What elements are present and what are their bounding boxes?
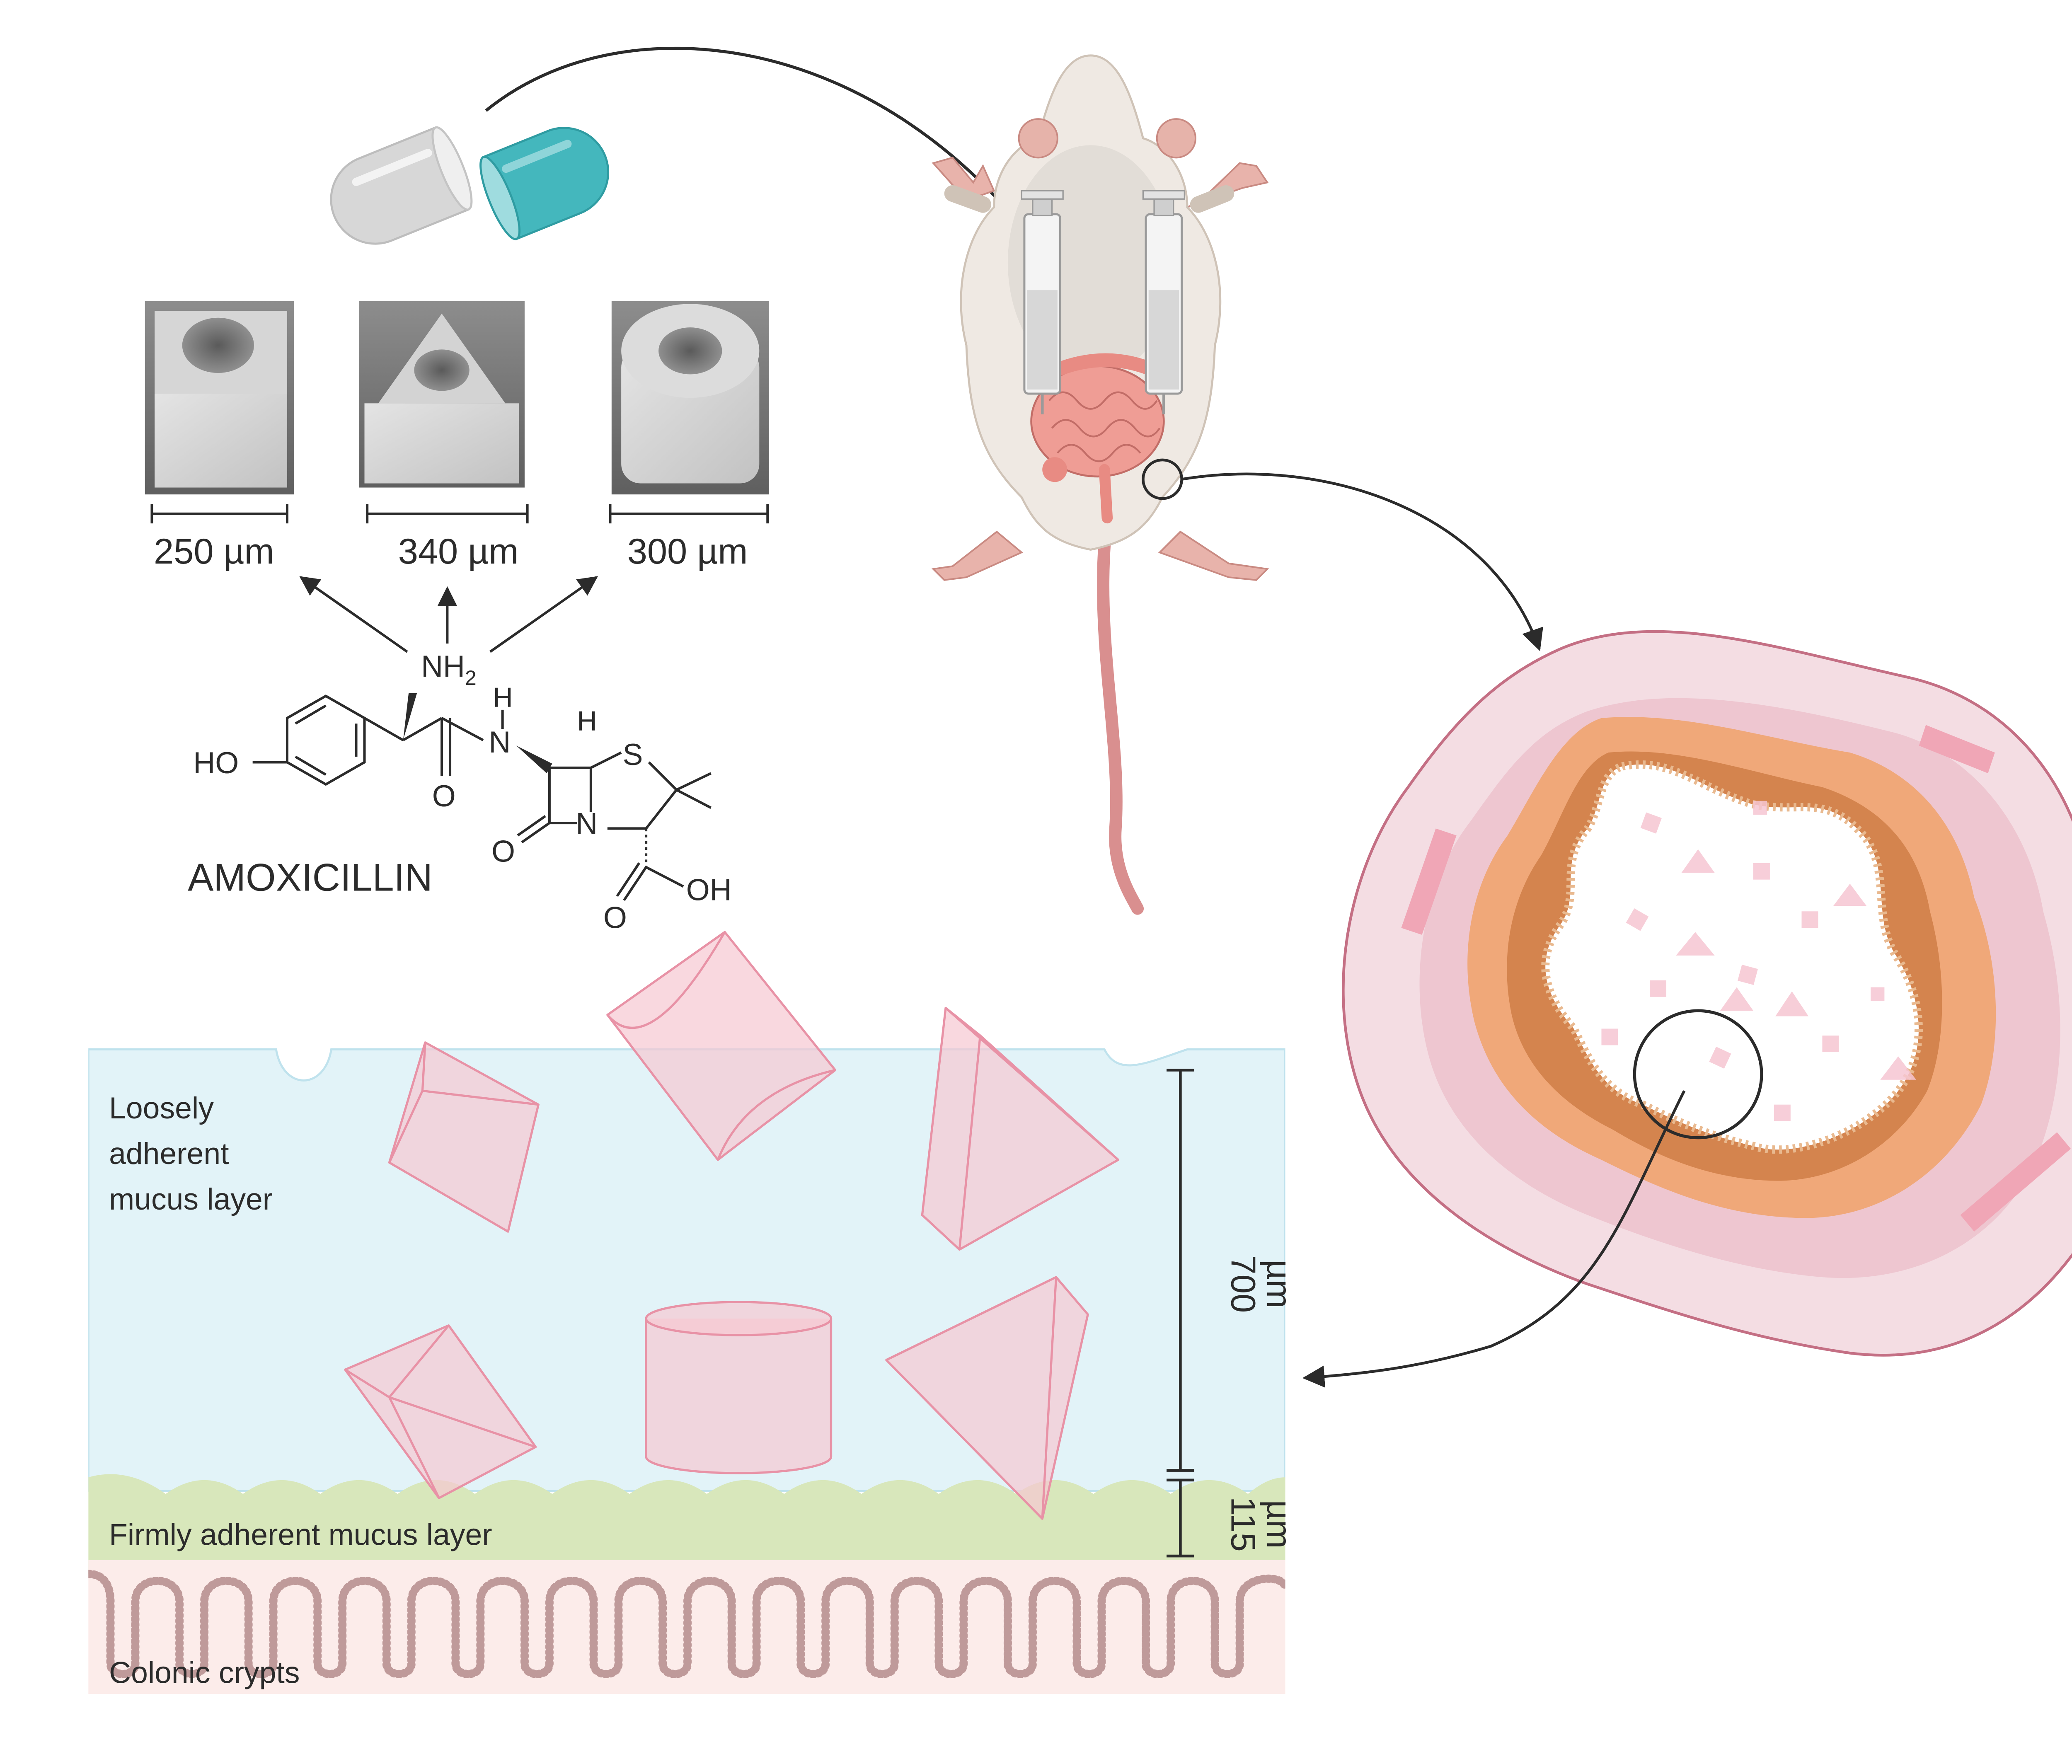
capsule-right-half bbox=[479, 127, 610, 240]
colon-lumen-devices bbox=[1601, 801, 1916, 1121]
colon-cross-section bbox=[1342, 630, 2072, 1357]
sem-image-triangle bbox=[359, 301, 525, 488]
scale-label-cube: 250 µm bbox=[154, 532, 274, 571]
thickness-bars bbox=[1167, 1069, 1194, 1558]
atom-h-ring: H bbox=[577, 706, 597, 737]
atom-o-amide: O bbox=[432, 779, 456, 813]
atom-s: S bbox=[622, 738, 643, 772]
device-triangle-1 bbox=[921, 1007, 1120, 1251]
loose-thickness-unit: µm bbox=[1260, 1260, 1298, 1308]
drug-name: AMOXICILLIN bbox=[188, 856, 433, 899]
atom-n-amide: N bbox=[489, 725, 511, 759]
loose-layer-label-line3: mucus layer bbox=[109, 1182, 273, 1216]
amoxicillin-atoms: NH2 HO N H H S N O O O OH bbox=[193, 649, 731, 934]
atom-oh: OH bbox=[686, 873, 732, 907]
syringe-right bbox=[1142, 190, 1186, 414]
atom-ho: HO bbox=[193, 746, 239, 780]
colon-vessels bbox=[1401, 725, 2071, 1232]
device-cube-2 bbox=[344, 1324, 537, 1499]
device-cylinder-tilted bbox=[606, 931, 837, 1161]
syringe-left bbox=[1021, 190, 1064, 414]
colonic-crypts-outline bbox=[88, 1570, 1285, 1678]
crypts-label: Colonic crypts bbox=[109, 1656, 300, 1690]
scale-label-cylinder: 300 µm bbox=[627, 532, 748, 571]
sem-image-cylinder bbox=[611, 301, 769, 495]
loading-arrows bbox=[299, 576, 598, 653]
firm-mucus-layer bbox=[88, 1474, 1285, 1574]
capsule-left-half bbox=[330, 126, 473, 245]
loose-thickness-value: 700 bbox=[1224, 1255, 1263, 1313]
mouse-intestines bbox=[1030, 353, 1165, 524]
atom-nh2: NH2 bbox=[421, 649, 477, 690]
loose-layer-label-line2: adherent bbox=[109, 1137, 229, 1171]
device-cube-1 bbox=[388, 1041, 540, 1233]
atom-h-amide: H bbox=[493, 682, 513, 713]
device-triangle-2 bbox=[885, 1276, 1089, 1520]
firm-thickness-value: 115 bbox=[1224, 1497, 1263, 1552]
atom-o-acid: O bbox=[603, 900, 627, 934]
mucus-zoom-circle bbox=[1633, 1009, 1763, 1140]
firm-thickness-unit: µm bbox=[1260, 1500, 1298, 1549]
arrow-mouse-to-colon bbox=[1181, 472, 1543, 651]
scale-label-triangle: 340 µm bbox=[398, 532, 519, 571]
scale-bars bbox=[150, 504, 769, 524]
loose-thickness-label: 700 µm bbox=[1224, 1255, 1299, 1313]
capsule-illustration bbox=[330, 126, 610, 245]
amoxicillin-structure bbox=[252, 693, 712, 901]
firm-layer-label: Firmly adherent mucus layer bbox=[109, 1517, 492, 1551]
mucus-section bbox=[88, 1048, 1285, 1694]
mouse-illustration bbox=[931, 54, 1269, 915]
sem-image-cube bbox=[145, 301, 294, 495]
arrow-capsule-to-mouse bbox=[485, 46, 1051, 265]
mucus-microdevices bbox=[344, 931, 1120, 1520]
mouse-tail bbox=[1097, 539, 1144, 915]
atom-n-ring: N bbox=[576, 807, 598, 841]
atom-o-lactam: O bbox=[491, 834, 515, 868]
arrow-colon-to-mucus bbox=[1302, 1090, 1686, 1388]
firm-thickness-label: 115 µm bbox=[1224, 1497, 1299, 1552]
device-cylinder-upright bbox=[645, 1301, 833, 1474]
loose-layer-label-line1: Loosely bbox=[109, 1091, 214, 1125]
